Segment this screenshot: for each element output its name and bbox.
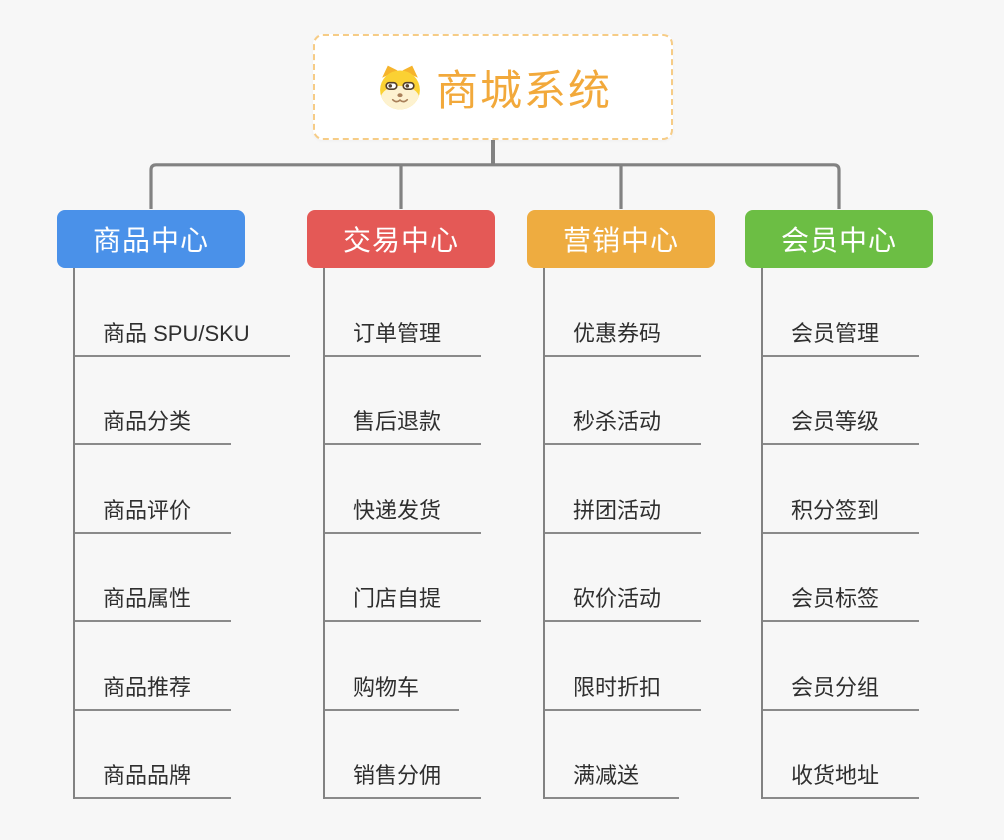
leaf-node[interactable]: 秒杀活动 — [543, 404, 702, 445]
leaf-node[interactable]: 订单管理 — [323, 316, 482, 357]
leaf-node[interactable]: 会员管理 — [761, 316, 920, 357]
leaf-node[interactable]: 售后退款 — [323, 404, 482, 445]
leaf-node[interactable]: 商品推荐 — [73, 670, 232, 711]
branch-trunk-line — [73, 268, 75, 799]
branch-node-trade-center[interactable]: 交易中心 — [307, 210, 495, 268]
leaf-node[interactable]: 商品分类 — [73, 404, 232, 445]
doge-icon — [380, 65, 420, 109]
branch-label: 营销中心 — [562, 225, 679, 256]
leaf-node[interactable]: 商品品牌 — [73, 758, 232, 799]
branch-node-member-center[interactable]: 会员中心 — [745, 210, 933, 268]
leaf-node[interactable]: 积分签到 — [761, 493, 920, 534]
leaf-node[interactable]: 收货地址 — [761, 758, 920, 799]
leaf-node[interactable]: 优惠券码 — [543, 316, 702, 357]
leaf-node[interactable]: 限时折扣 — [543, 670, 702, 711]
branch-trunk-line — [323, 268, 325, 799]
leaf-node[interactable]: 砍价活动 — [543, 581, 702, 622]
leaf-node[interactable]: 销售分佣 — [323, 758, 482, 799]
branch-trunk-line — [761, 268, 763, 799]
leaf-node[interactable]: 商品评价 — [73, 493, 232, 534]
leaf-node[interactable]: 拼团活动 — [543, 493, 702, 534]
branch-label: 商品中心 — [92, 225, 209, 256]
leaf-node[interactable]: 购物车 — [323, 670, 460, 711]
branch-children-product: 商品 SPU/SKU 商品分类 商品评价 商品属性 商品推荐 商品品牌 — [73, 268, 290, 799]
leaf-node[interactable]: 门店自提 — [323, 581, 482, 622]
branch-node-marketing-center[interactable]: 营销中心 — [527, 210, 715, 268]
branch-children-member: 会员管理 会员等级 积分签到 会员标签 会员分组 收货地址 — [761, 268, 920, 799]
root-node[interactable]: 商城系统 — [313, 34, 673, 140]
leaf-node[interactable]: 会员分组 — [761, 670, 920, 711]
branch-trunk-line — [543, 268, 545, 799]
leaf-node[interactable]: 会员标签 — [761, 581, 920, 622]
leaf-node[interactable]: 商品属性 — [73, 581, 232, 622]
branch-node-product-center[interactable]: 商品中心 — [57, 210, 245, 268]
branch-label: 交易中心 — [342, 225, 459, 256]
branch-children-marketing: 优惠券码 秒杀活动 拼团活动 砍价活动 限时折扣 满减送 — [543, 268, 702, 799]
leaf-node[interactable]: 会员等级 — [761, 404, 920, 445]
leaf-node[interactable]: 商品 SPU/SKU — [73, 316, 290, 357]
leaf-node[interactable]: 快递发货 — [323, 493, 482, 534]
branch-label: 会员中心 — [780, 225, 897, 256]
leaf-node[interactable]: 满减送 — [543, 758, 680, 799]
branch-children-trade: 订单管理 售后退款 快递发货 门店自提 购物车 销售分佣 — [323, 268, 482, 799]
root-title: 商城系统 — [435, 66, 612, 114]
